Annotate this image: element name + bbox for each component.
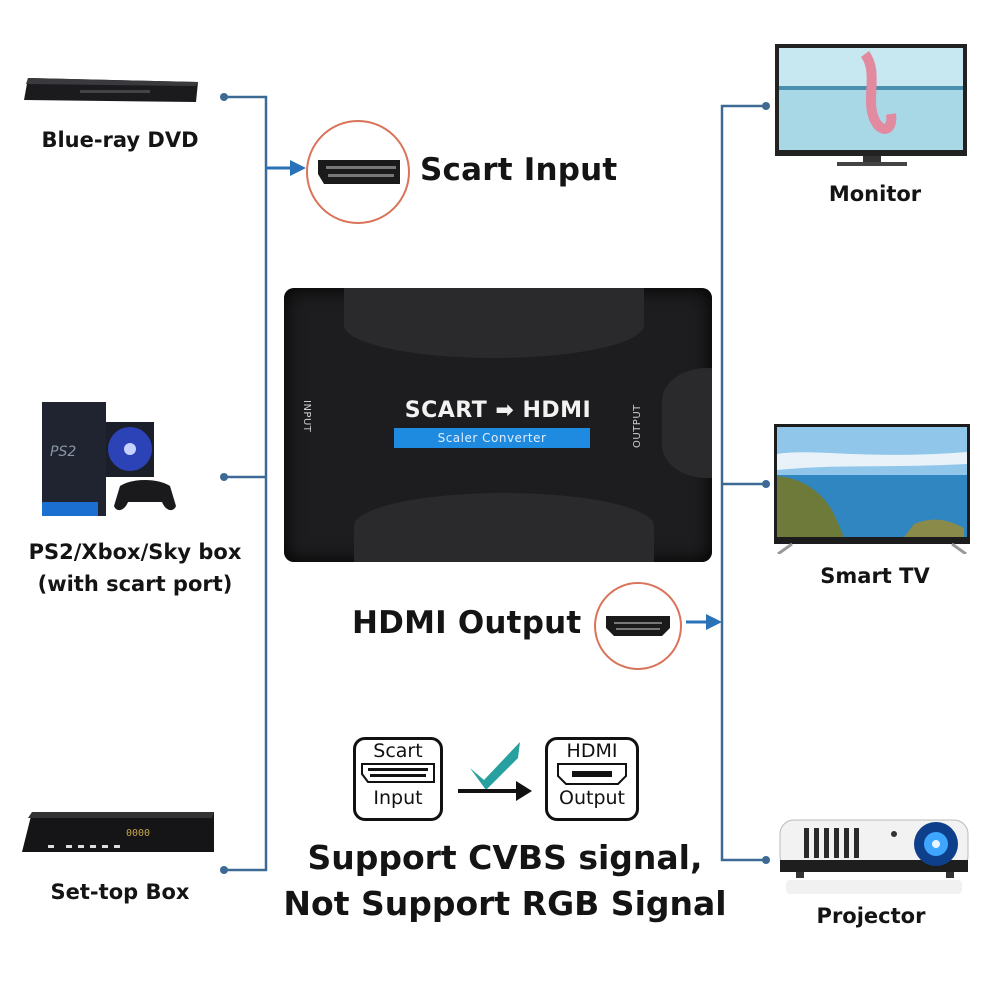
converter-title: SCART ➡ HDMI xyxy=(404,398,592,423)
game-console-icon: PS2 xyxy=(40,402,180,522)
scart-small-connector-icon xyxy=(361,763,435,783)
projector-label: Projector xyxy=(816,904,926,928)
scart-port-circle xyxy=(306,120,410,224)
smart-tv-label: Smart TV xyxy=(820,564,930,588)
scart-input-title: Scart Input xyxy=(420,152,618,188)
console-label-line1: PS2/Xbox/Sky box xyxy=(28,540,242,564)
monitor-label: Monitor xyxy=(828,182,922,206)
svg-text:0000: 0000 xyxy=(126,828,150,839)
hdmi-connector-icon xyxy=(606,616,670,636)
hdmi-box-top-label: HDMI xyxy=(566,740,618,762)
converter-subtitle: Scaler Converter xyxy=(394,428,590,448)
bluray-player-icon xyxy=(20,72,200,108)
scart-box-bottom-label: Input xyxy=(373,787,423,809)
scart-connector-icon xyxy=(318,160,400,184)
svg-text:PS2: PS2 xyxy=(50,444,76,460)
hdmi-output-title: HDMI Output xyxy=(352,605,582,641)
smart-tv-icon xyxy=(774,424,970,554)
console-label-line2: (with scart port) xyxy=(37,572,233,596)
note-line1: Support CVBS signal, xyxy=(307,838,703,877)
monitor-icon xyxy=(775,44,967,168)
hdmi-port-circle xyxy=(594,582,682,670)
hdmi-small-connector-icon xyxy=(557,763,627,785)
scart-hdmi-converter: SCART ➡ HDMI Scaler Converter INPUT OUTP… xyxy=(284,288,712,562)
set-top-box-label: Set-top Box xyxy=(50,880,190,904)
scart-box-top-label: Scart xyxy=(373,740,423,762)
set-top-box-icon: 0000 xyxy=(18,808,218,858)
hdmi-output-box-icon: HDMI Output xyxy=(545,737,639,821)
projector-icon xyxy=(776,814,972,898)
scart-input-box-icon: Scart Input xyxy=(353,737,443,821)
bluray-dvd-label: Blue-ray DVD xyxy=(41,128,199,152)
hdmi-box-bottom-label: Output xyxy=(559,787,625,809)
note-line2: Not Support RGB Signal xyxy=(283,884,727,923)
